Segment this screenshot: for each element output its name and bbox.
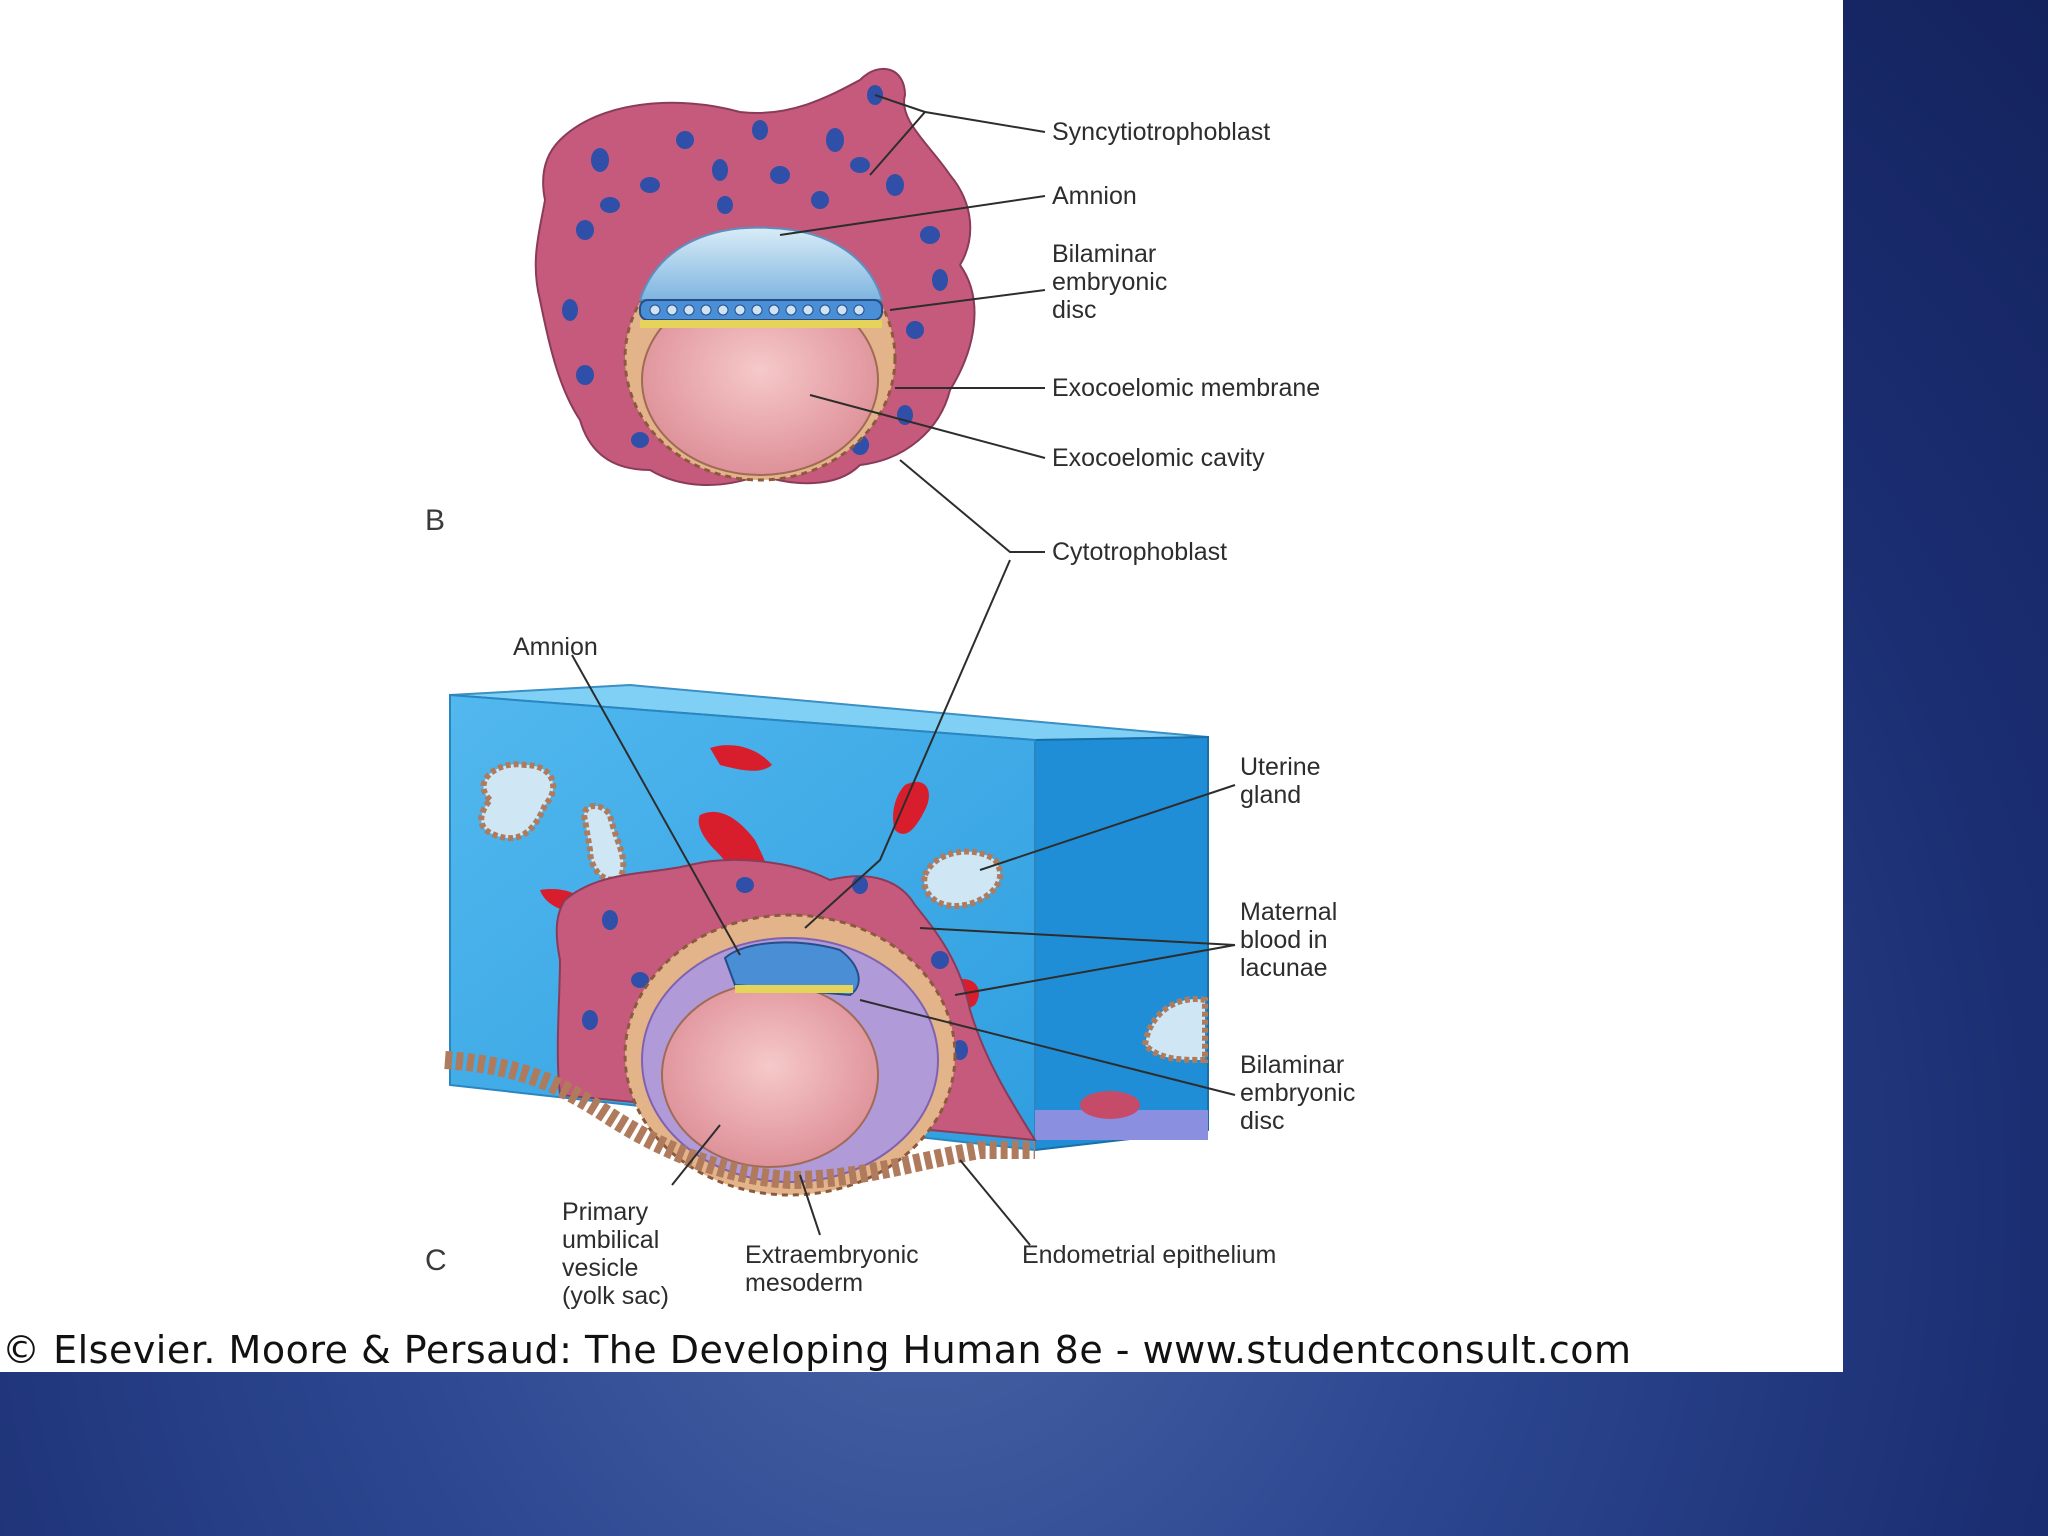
copyright-credit: © Elsevier. Moore & Persaud: The Develop… bbox=[2, 1328, 1632, 1372]
label-uterine-2: gland bbox=[1240, 781, 1301, 809]
label-exocoelomic-membrane: Exocoelomic membrane bbox=[1052, 374, 1320, 402]
label-uterine-1: Uterine bbox=[1240, 753, 1321, 781]
label-primary-3: vesicle bbox=[562, 1254, 638, 1282]
label-bilaminar-b-3: disc bbox=[1052, 296, 1096, 324]
label-maternal-3: lacunae bbox=[1240, 954, 1328, 982]
panel-b-embryo bbox=[534, 67, 976, 487]
label-syncytiotrophoblast: Syncytiotrophoblast bbox=[1052, 118, 1270, 146]
label-exocoelomic-cavity: Exocoelomic cavity bbox=[1052, 444, 1265, 472]
embryo-diagram: Syncytiotrophoblast Amnion Bilaminar emb… bbox=[425, 67, 1355, 1310]
label-maternal-2: blood in bbox=[1240, 926, 1328, 954]
label-bilaminar-c-3: disc bbox=[1240, 1107, 1284, 1135]
amnion-dome-b bbox=[638, 226, 884, 301]
label-endometrial: Endometrial epithelium bbox=[1022, 1241, 1276, 1269]
label-amnion-b: Amnion bbox=[1052, 182, 1137, 210]
label-bilaminar-b-1: Bilaminar bbox=[1052, 240, 1156, 268]
label-bilaminar-b-2: embryonic bbox=[1052, 268, 1167, 296]
label-amnion-c: Amnion bbox=[513, 633, 598, 661]
label-maternal-1: Maternal bbox=[1240, 898, 1337, 926]
endometrial-epithelium bbox=[444, 1051, 1035, 1190]
panel-c-leaders bbox=[571, 559, 1236, 1246]
panel-c-tag: C bbox=[425, 1244, 447, 1277]
panel-b-leaders bbox=[779, 94, 1046, 553]
label-extra-2: mesoderm bbox=[745, 1269, 863, 1297]
implantation-site bbox=[555, 859, 1037, 1197]
label-bilaminar-c-2: embryonic bbox=[1240, 1079, 1355, 1107]
panel-b-tag: B bbox=[425, 504, 445, 537]
label-primary-2: umbilical bbox=[562, 1226, 659, 1254]
label-cytotrophoblast: Cytotrophoblast bbox=[1052, 538, 1227, 566]
label-extra-1: Extraembryonic bbox=[745, 1241, 919, 1269]
uterine-glands bbox=[478, 761, 1208, 1064]
label-bilaminar-c-1: Bilaminar bbox=[1240, 1051, 1344, 1079]
label-primary-1: Primary bbox=[562, 1198, 649, 1226]
label-primary-4: (yolk sac) bbox=[562, 1282, 669, 1310]
